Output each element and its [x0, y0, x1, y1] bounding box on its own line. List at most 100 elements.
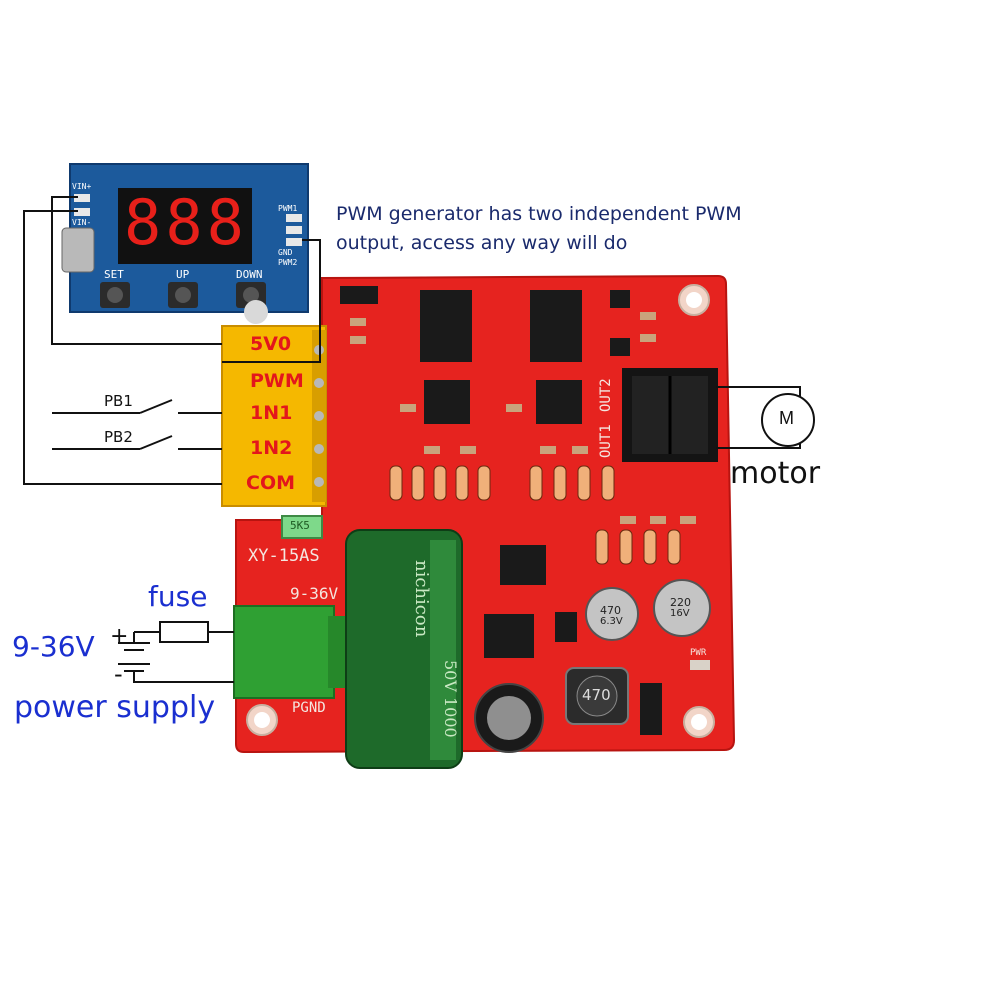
- module-hole: [244, 300, 268, 324]
- cap-b-voltage: 16V: [670, 608, 690, 619]
- transistor: [610, 338, 630, 356]
- pb1-label: PB1: [104, 392, 133, 410]
- ic-chip: [424, 380, 470, 424]
- ic-chip: [420, 290, 472, 362]
- mounting-hole-center: [254, 712, 270, 728]
- up-button-label: UP: [176, 268, 190, 281]
- board-out1: OUT1: [598, 424, 614, 458]
- axial-diode: [411, 465, 425, 501]
- board-fuse: [281, 515, 323, 539]
- ic-chip: [536, 380, 582, 424]
- pin-vin-minus: VIN-: [72, 218, 92, 227]
- board-pgnd: PGND: [292, 700, 326, 716]
- annotation-line-1: PWM generator has two independent PWM: [336, 203, 742, 225]
- axial-diode: [643, 529, 657, 565]
- smd-part: [460, 446, 476, 454]
- terminal-pwm: PWM: [250, 370, 304, 392]
- capacitor-value: 50V 1000: [441, 660, 460, 738]
- inductor-label: 470: [582, 686, 611, 704]
- axial-diode: [455, 465, 469, 501]
- transistor: [610, 290, 630, 308]
- mounting-hole-center: [686, 292, 702, 308]
- axial-diode: [601, 465, 615, 501]
- diode: [555, 612, 577, 642]
- pb2-label: PB2: [104, 428, 133, 446]
- smd-part: [350, 336, 366, 344]
- terminal-in2: 1N2: [250, 437, 293, 459]
- board-model: XY-15AS: [248, 546, 320, 566]
- smd-part: [650, 516, 666, 524]
- pb1-switch-lever: [139, 399, 173, 414]
- battery-symbol: [118, 642, 150, 672]
- cap-a-voltage: 6.3V: [600, 616, 623, 627]
- ic-chip: [530, 290, 582, 362]
- axial-diode: [529, 465, 543, 501]
- driver-board: [221, 274, 736, 769]
- voltage-label: 9-36V: [12, 630, 95, 663]
- smd-part: [540, 446, 556, 454]
- cap-a-value: 470: [600, 604, 621, 617]
- axial-diode: [595, 529, 609, 565]
- annotation-line-2: output, access any way will do: [336, 232, 628, 254]
- smd-part: [680, 516, 696, 524]
- motor-symbol: [761, 393, 815, 447]
- board-pwr-label: PWR: [690, 648, 707, 658]
- pin-gnd: GND: [278, 248, 293, 257]
- motor-label: motor: [730, 456, 821, 491]
- pb2-switch-lever: [139, 435, 173, 450]
- mounting-hole-center: [691, 714, 707, 730]
- axial-diode: [389, 465, 403, 501]
- ic-chip: [484, 614, 534, 658]
- green-power-terminal: [233, 605, 335, 699]
- terminal-5v0: 5V0: [250, 333, 292, 355]
- generator-display: 888: [124, 186, 248, 259]
- capacitor-stripe: [430, 540, 456, 760]
- down-button-label: DOWN: [236, 268, 263, 281]
- cap-470uf: [585, 587, 639, 641]
- smd-part: [572, 446, 588, 454]
- capacitor-brand: nichicon: [411, 560, 432, 638]
- micro-usb-port: [61, 227, 95, 273]
- pin-vin-plus: VIN+: [72, 182, 92, 191]
- smd-part: [350, 318, 366, 326]
- axial-diode: [433, 465, 447, 501]
- board-voltage: 9-36V: [290, 584, 339, 603]
- terminal-in1: 1N1: [250, 402, 293, 424]
- axial-diode: [577, 465, 591, 501]
- fuse-symbol: [159, 621, 209, 643]
- smd-part: [640, 334, 656, 342]
- pwm-generator-module: [61, 163, 309, 324]
- ic-chip: [500, 545, 546, 585]
- board-fuse-marking: 5K5: [290, 519, 310, 532]
- power-supply-label: power supply: [14, 690, 216, 725]
- axial-diode: [477, 465, 491, 501]
- yellow-terminal-block: [221, 325, 327, 507]
- seven-segment-display: [118, 188, 252, 264]
- fuse-label: fuse: [148, 580, 208, 613]
- diode: [640, 683, 662, 735]
- smd-part: [506, 404, 522, 412]
- smd-part: [620, 516, 636, 524]
- axial-diode: [619, 529, 633, 565]
- board-out2: OUT2: [598, 378, 614, 412]
- axial-diode: [553, 465, 567, 501]
- minus-sign: -: [114, 660, 123, 688]
- smd-part: [400, 404, 416, 412]
- set-button-label: SET: [104, 268, 124, 281]
- diode: [340, 286, 378, 304]
- smd-part: [640, 312, 656, 320]
- pwr-led: [690, 660, 710, 670]
- smd-part: [424, 446, 440, 454]
- plus-sign: +: [110, 624, 129, 649]
- terminal-com: COM: [246, 472, 296, 494]
- cap-b-value: 220: [670, 596, 691, 609]
- pin-pwm2: PWM2: [278, 258, 298, 267]
- motor-symbol-letter: M: [779, 408, 794, 428]
- green-terminal-side: [328, 616, 346, 688]
- cap-220uf: [653, 579, 711, 637]
- small-capacitor-top: [487, 696, 531, 740]
- axial-diode: [667, 529, 681, 565]
- pin-pwm1: PWM1: [278, 204, 298, 213]
